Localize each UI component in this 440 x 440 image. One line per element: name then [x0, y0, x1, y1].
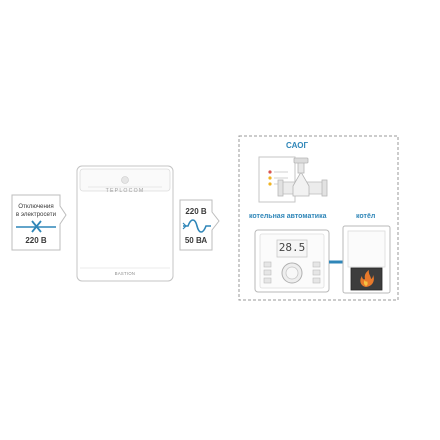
- stabilizer-device: [76, 165, 174, 282]
- display-value: 28.5: [278, 241, 306, 254]
- gas-valve-icon: [258, 156, 328, 203]
- stabilizer-brand: TEPLOCOM: [105, 188, 145, 194]
- temperature-display: [276, 239, 308, 258]
- left-callout-line2: в электросети: [15, 210, 57, 218]
- saog-label: САОГ: [286, 141, 309, 150]
- automation-label: котельная автоматика: [249, 213, 327, 220]
- middle-callout-voltage: 220 В: [185, 207, 207, 216]
- status-led: [121, 176, 129, 184]
- left-callout-text: Отключения в электросети: [12, 203, 60, 218]
- flame-icon: [360, 270, 374, 287]
- thermostat-knob-icon: [281, 262, 303, 284]
- middle-callout-power: 50 ВА: [184, 236, 208, 245]
- system-dashed-box: [238, 135, 399, 301]
- middle-callout-box: [179, 199, 220, 251]
- automation-unit: [254, 229, 330, 293]
- boiler-label: котёл: [356, 213, 376, 220]
- stabilizer-maker: BASTION: [114, 271, 136, 276]
- boiler: [342, 225, 391, 294]
- sine-wave-icon: [182, 219, 211, 233]
- left-callout-line1: Отключения: [18, 203, 54, 210]
- left-callout-voltage: 220 В: [25, 236, 47, 245]
- power-cut-icon: [16, 220, 56, 233]
